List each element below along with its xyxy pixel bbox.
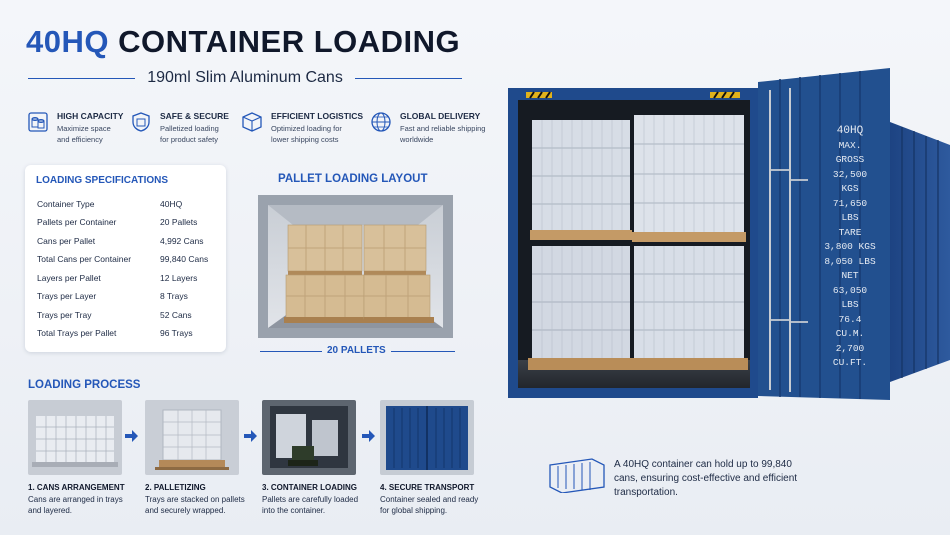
- spec-value: 20 Pallets: [160, 217, 198, 227]
- marking-line: 32,500 KGS: [832, 168, 868, 195]
- step-image-secure-transport: [380, 400, 474, 475]
- feature-high-capacity: HIGH CAPACITY Maximize space and efficie…: [27, 111, 123, 147]
- spec-label: Total Cans per Container: [37, 254, 132, 264]
- feature-safe-secure: SAFE & SECURE Palletized loading for pro…: [130, 111, 229, 147]
- container-photo: [508, 68, 950, 400]
- feature-desc-line2: worldwide: [400, 135, 434, 144]
- dimension-label: 20 PALLETS: [322, 345, 391, 356]
- marking-line: 71,650 LBS: [832, 197, 868, 224]
- feature-desc-line2: lower shipping costs: [271, 135, 339, 144]
- spec-value: 12 Layers: [160, 273, 198, 283]
- spec-value: 4,992 Cans: [160, 236, 204, 246]
- step-title: 4. SECURE TRANSPORT: [380, 483, 475, 492]
- step-image-palletizing: [145, 400, 239, 475]
- marking-code: 40HQ: [836, 125, 864, 137]
- marking-line: 2,700 CU.FT.: [832, 342, 868, 369]
- subtitle: 190ml Slim Aluminum Cans: [147, 69, 343, 86]
- marking-line: NET: [841, 270, 859, 281]
- pallet-dimension: 20 PALLETS: [260, 345, 455, 357]
- step-desc-line1: Pallets are carefully loaded: [262, 495, 359, 504]
- spec-label: Total Trays per Pallet: [37, 328, 117, 338]
- spec-label: Trays per Tray: [37, 310, 92, 320]
- pallet-layout-illustration: [258, 195, 453, 338]
- container-outline-icon: [549, 458, 605, 493]
- marking-line: 3,800 KGS: [824, 241, 876, 252]
- loading-process-heading: LOADING PROCESS: [28, 379, 141, 391]
- marking-line: 8,050 LBS: [824, 255, 876, 267]
- title-rest: CONTAINER LOADING: [118, 24, 461, 59]
- feature-title: HIGH CAPACITY: [57, 111, 124, 121]
- specs-heading: LOADING SPECIFICATIONS: [36, 175, 169, 186]
- spec-label: Cans per Pallet: [37, 236, 96, 246]
- globe-icon: [371, 112, 391, 132]
- step-desc-line2: and securely wrapped.: [145, 506, 226, 515]
- feature-title: EFFICIENT LOGISTICS: [271, 111, 364, 121]
- step-title: 2. PALLETIZING: [145, 483, 206, 492]
- feature-desc-line2: and efficiency: [57, 135, 103, 144]
- pallet-layout-heading: PALLET LOADING LAYOUT: [278, 173, 428, 185]
- spec-value: 99,840 Cans: [160, 254, 209, 264]
- feature-title: SAFE & SECURE: [160, 111, 229, 121]
- spec-label: Pallets per Container: [37, 217, 117, 227]
- feature-desc-line1: Fast and reliable shipping: [400, 124, 486, 133]
- title-accent: 40HQ: [26, 24, 109, 59]
- step-title: 1. CANS ARRANGEMENT: [28, 483, 125, 492]
- spec-label: Trays per Layer: [37, 291, 97, 301]
- subtitle-row: 190ml Slim Aluminum Cans: [28, 66, 462, 90]
- spec-value: 8 Trays: [160, 291, 188, 301]
- subtitle-rule-left: [28, 77, 136, 79]
- step-desc: Cans are arranged in trays and layered.: [28, 494, 143, 516]
- arrow-right-icon: [362, 430, 375, 442]
- capacity-note: A 40HQ container can hold up to 99,840 c…: [614, 459, 798, 498]
- subtitle-rule-right: [354, 77, 462, 79]
- step-desc: Container sealed and ready for global shi…: [380, 494, 495, 516]
- step-desc-line2: and layered.: [28, 506, 73, 515]
- step-desc-line2: for global shipping.: [380, 506, 448, 515]
- spec-value: 52 Cans: [160, 310, 192, 320]
- pallet-stack-illustration: [268, 205, 443, 328]
- box-icon: [242, 112, 262, 132]
- feature-desc-line1: Optimized loading for: [271, 124, 342, 133]
- step-desc: Trays are stacked on pallets and securely…: [145, 494, 260, 516]
- feature-desc-line1: Palletized loading: [160, 124, 219, 133]
- step-title: 3. CONTAINER LOADING: [262, 483, 357, 492]
- marking-line: MAX. GROSS: [835, 139, 865, 166]
- feature-desc-line2: for product safety: [160, 135, 218, 144]
- shield-icon: [132, 112, 150, 132]
- step-desc-line1: Container sealed and ready: [380, 495, 479, 504]
- marking-line: 63,050 LBS: [832, 284, 868, 311]
- feature-global-delivery: GLOBAL DELIVERY Fast and reliable shippi…: [370, 111, 485, 147]
- marking-line: 76.4 CU.M.: [835, 313, 865, 340]
- cans-icon: [28, 112, 48, 132]
- container-markings: 40HQ MAX. GROSS 32,500 KGS 71,650 LBS TA…: [822, 124, 878, 371]
- marking-line: TARE: [838, 226, 862, 238]
- page-title: 40HQ CONTAINER LOADING: [26, 24, 460, 60]
- arrow-right-icon: [125, 430, 138, 442]
- feature-efficient-logistics: EFFICIENT LOGISTICS Optimized loading fo…: [241, 111, 363, 147]
- step-desc-line2: into the container.: [262, 506, 326, 515]
- step-image-container-loading: [262, 400, 356, 475]
- spec-value: 96 Trays: [160, 328, 193, 338]
- arrow-right-icon: [244, 430, 257, 442]
- feature-desc-line1: Maximize space: [57, 124, 111, 133]
- container-interior: [268, 205, 443, 328]
- step-desc-line1: Cans are arranged in trays: [28, 495, 123, 504]
- spec-label: Container Type: [37, 199, 95, 209]
- spec-value: 40HQ: [160, 199, 183, 209]
- step-image-cans: [28, 400, 122, 475]
- step-desc: Pallets are carefully loaded into the con…: [262, 494, 377, 516]
- feature-title: GLOBAL DELIVERY: [400, 111, 481, 121]
- loading-specs-card: LOADING SPECIFICATIONS Container Type 40H…: [25, 165, 226, 352]
- step-desc-line1: Trays are stacked on pallets: [145, 495, 245, 504]
- spec-label: Layers per Pallet: [37, 273, 101, 283]
